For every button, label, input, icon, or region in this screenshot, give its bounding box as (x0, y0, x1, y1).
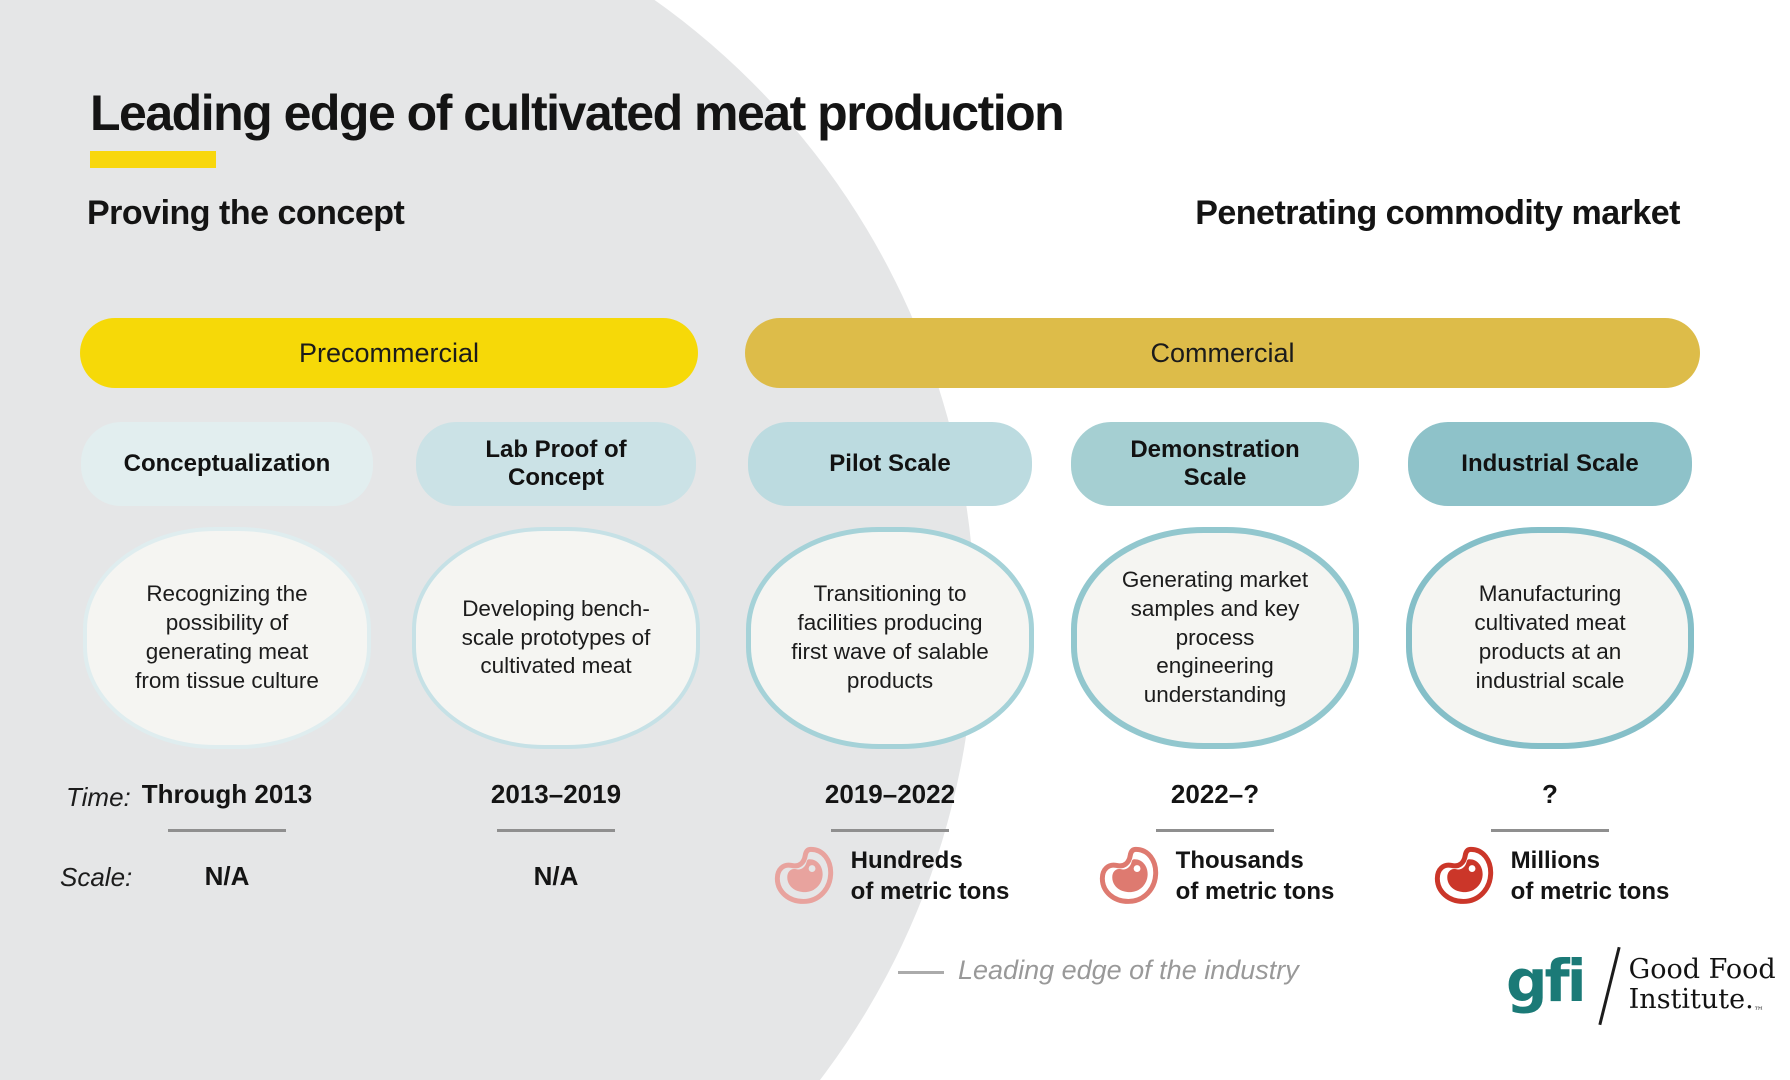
leading-edge-line (1491, 829, 1609, 832)
scale-value-cell: N/A (396, 840, 716, 912)
stage-description: Developing bench-scale prototypes of cul… (461, 595, 651, 679)
stage-bubble-pilot-scale: Transitioning to facilities producing fi… (746, 527, 1034, 749)
steak-icon (1431, 845, 1497, 907)
commercial-band-label: Commercial (1150, 337, 1295, 368)
scale-na: N/A (204, 860, 250, 891)
scale-row-label: Scale: (60, 862, 133, 892)
time-value: ? (1542, 779, 1558, 809)
gfi-logo-mark: gfi (1506, 947, 1587, 1015)
stage-pill-demonstration-scale: Demonstration Scale (1071, 422, 1359, 506)
scale-na: N/A (533, 860, 579, 891)
stage-pill-lab-proof-of-concept: Lab Proof of Concept (416, 422, 696, 506)
scale-amount: Thousands of metric tons (1175, 846, 1335, 905)
stage-pill-label: Demonstration Scale (1130, 435, 1300, 491)
gfi-logo-name: Good Food Institute.™ (1628, 954, 1776, 1018)
leading-edge-line (168, 829, 286, 832)
legend-label: Leading edge of the industry (958, 955, 1299, 985)
time-value: 2013–2019 (490, 779, 622, 809)
steak-icon (771, 845, 837, 907)
leading-edge-line (497, 829, 615, 832)
stage-pill-label: Industrial Scale (1461, 449, 1639, 477)
scale-value-cell: N/A (67, 840, 387, 912)
section-header-proving-the-concept: Proving the concept (87, 194, 405, 232)
gfi-logo-slash (1598, 946, 1621, 1026)
precommercial-band: Precommercial (80, 318, 698, 388)
stage-description: Recognizing the possibility of generatin… (135, 581, 319, 693)
page-title: Leading edge of cultivated meat producti… (90, 85, 1065, 141)
stage-description: Generating market samples and key proces… (1121, 567, 1309, 708)
stage-pill-industrial-scale: Industrial Scale (1408, 422, 1692, 506)
stage-bubble-demonstration-scale: Generating market samples and key proces… (1071, 527, 1359, 749)
gfi-logo: gfi Good Food Institute.™ (1506, 946, 1776, 1026)
stage-pill-label: Conceptualization (123, 449, 331, 477)
time-value: 2019–2022 (824, 779, 956, 809)
leading-edge-line (831, 829, 949, 832)
precommercial-band-label: Precommercial (298, 337, 480, 368)
stage-pill-label: Lab Proof of Concept (485, 435, 627, 491)
stage-bubble-industrial-scale: Manufacturing cultivated meat products a… (1406, 527, 1694, 749)
scale-amount: Millions of metric tons (1510, 846, 1670, 905)
scale-value-cell: Thousands of metric tons (1055, 840, 1375, 912)
scale-value-cell: Hundreds of metric tons (730, 840, 1050, 912)
time-value: 2022–? (1170, 779, 1260, 809)
steak-icon (1096, 845, 1162, 907)
legend-line-swatch (898, 971, 944, 974)
time-row-label: Time: (66, 782, 131, 812)
stage-description: Transitioning to facilities producing fi… (791, 581, 989, 693)
stage-bubble-conceptualization: Recognizing the possibility of generatin… (83, 527, 371, 749)
stage-pill-pilot-scale: Pilot Scale (748, 422, 1032, 506)
stage-pill-label: Pilot Scale (829, 449, 951, 477)
stage-bubble-lab-proof-of-concept: Developing bench-scale prototypes of cul… (412, 527, 700, 749)
title-accent-bar (90, 151, 216, 168)
time-value: Through 2013 (141, 779, 313, 809)
stage-description: Manufacturing cultivated meat products a… (1474, 581, 1626, 693)
leading-edge-line (1156, 829, 1274, 832)
stage-pill-conceptualization: Conceptualization (81, 422, 373, 506)
scale-amount: Hundreds of metric tons (850, 846, 1010, 905)
scale-value-cell: Millions of metric tons (1390, 840, 1710, 912)
section-header-penetrating-commodity-market: Penetrating commodity market (1195, 194, 1680, 232)
commercial-band: Commercial (745, 318, 1700, 388)
trademark-mark: ™ (1753, 1006, 1764, 1018)
